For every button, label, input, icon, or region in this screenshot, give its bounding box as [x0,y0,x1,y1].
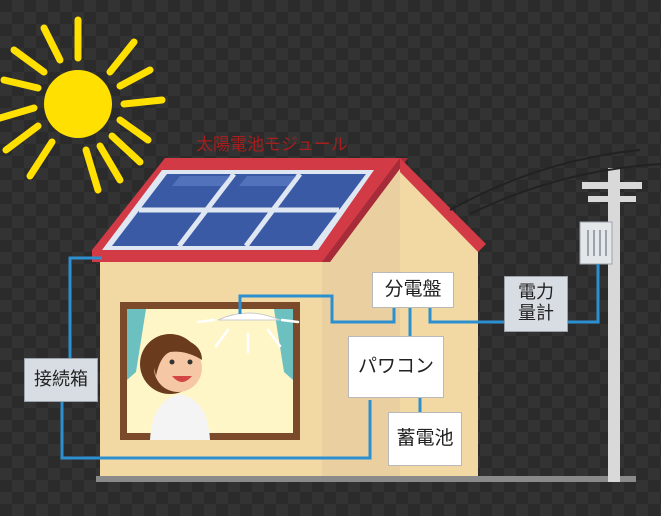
wiring [60,256,600,460]
ground-line [96,476,636,482]
solar-module-label: 太陽電池モジュール [196,135,348,155]
power-meter-label-line2: 量計 [518,303,554,324]
power-meter-label-line1: 電力 [518,282,554,304]
sun-icon [0,16,166,194]
window [120,302,300,440]
junction-box-label: 接続箱 [24,358,98,402]
power-meter-label: 電力 量計 [504,276,568,332]
distribution-board-label: 分電盤 [372,272,454,308]
power-conditioner-label: パワコン [348,336,444,398]
storage-battery-label: 蓄電池 [388,412,462,466]
utility-pole [449,149,661,482]
solar-panel [102,170,374,250]
ceiling-light [196,312,300,354]
person [140,334,210,440]
